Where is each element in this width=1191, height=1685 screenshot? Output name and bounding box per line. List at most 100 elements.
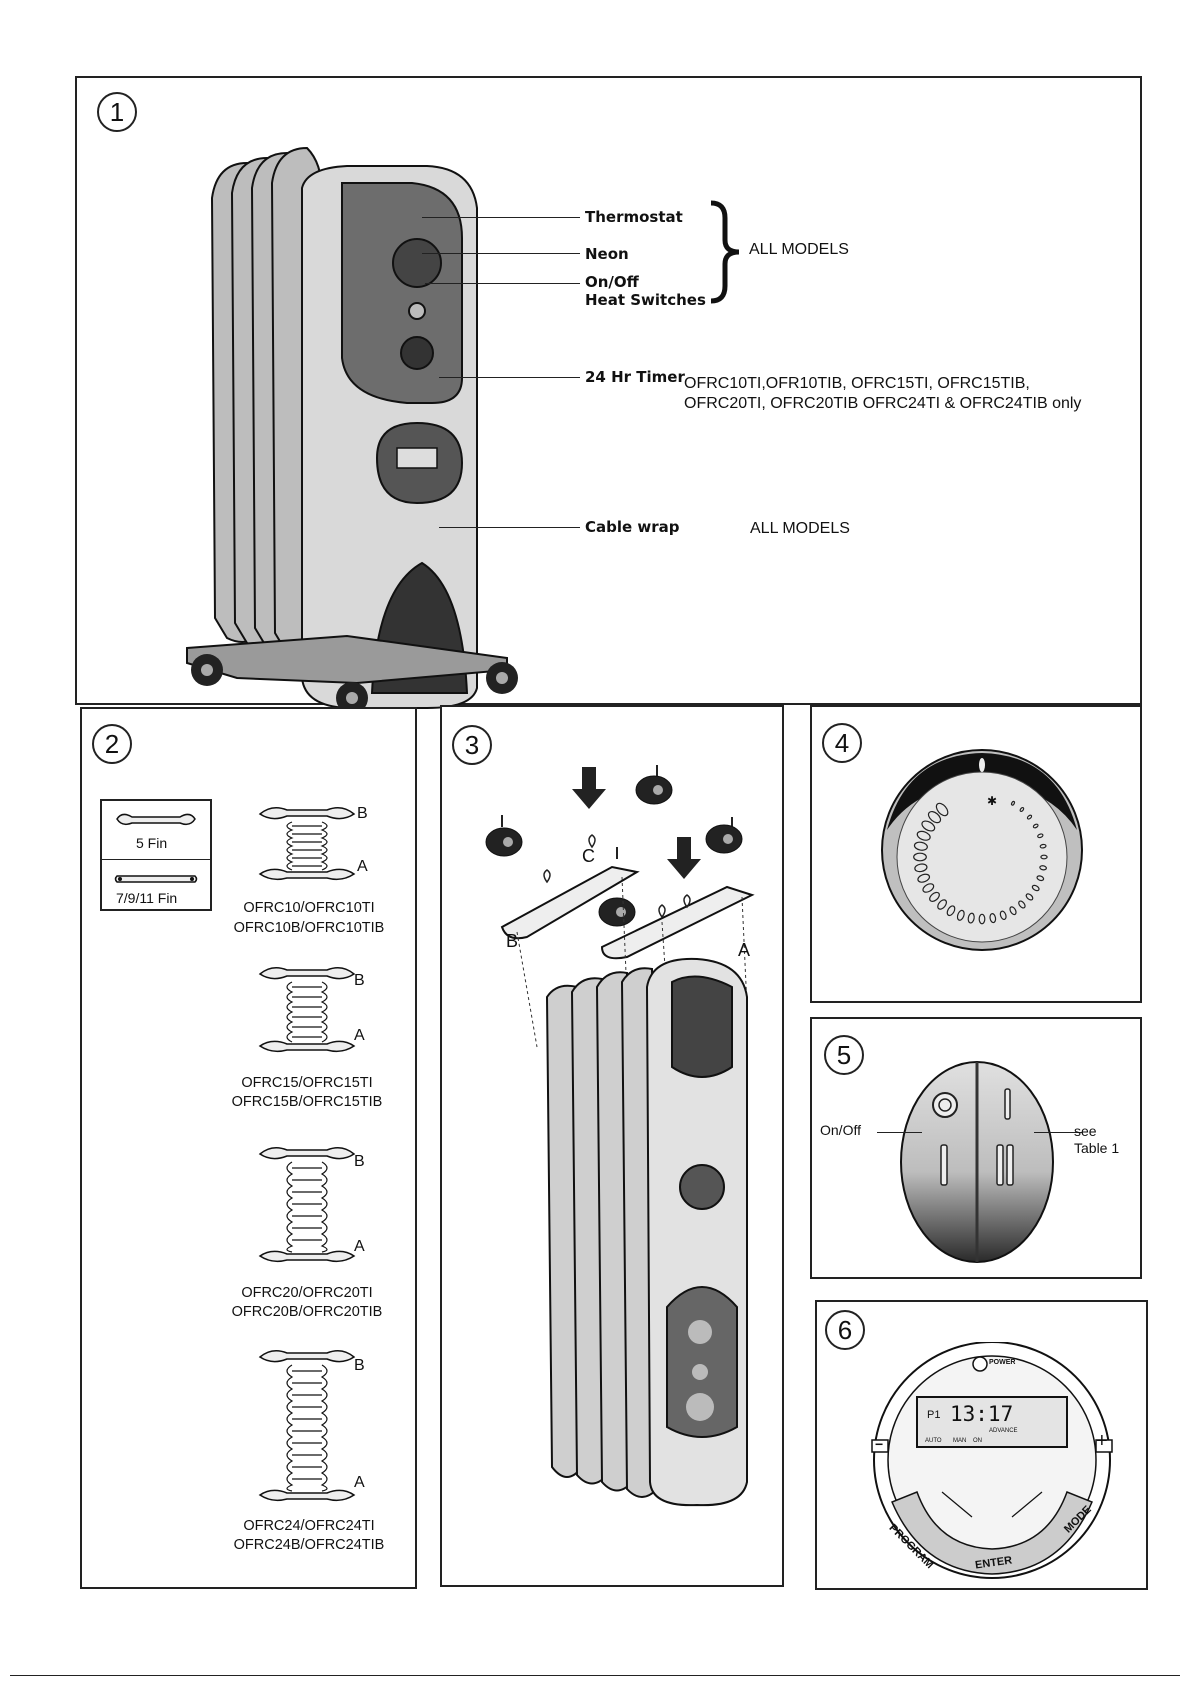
assembly-10-caption-1: OFRC10/OFRC10TI — [243, 900, 375, 916]
assembly-diagram-20 — [258, 1147, 356, 1263]
advance-label: ADVANCE — [989, 1428, 1018, 1434]
assembly-24-a: A — [354, 1474, 365, 1491]
plus-button[interactable]: + — [1096, 1430, 1108, 1452]
assembly-diagram-24 — [258, 1350, 356, 1502]
step-number-2: 2 — [92, 724, 132, 764]
panel-4: 4 ✱ — [810, 705, 1142, 1003]
dial-tick — [1025, 893, 1034, 901]
dial-tick — [999, 910, 1007, 921]
dial-tick — [978, 913, 986, 925]
dial-tick — [1032, 823, 1039, 829]
curly-brace — [710, 200, 740, 304]
dial-tick — [1010, 800, 1016, 806]
all-models-controls: ALL MODELS — [749, 241, 849, 258]
assembly-diagram-15 — [258, 967, 356, 1053]
label-neon: Neon — [585, 245, 629, 263]
time-display: 13:17 — [950, 1402, 1014, 1426]
thermostat-dial — [392, 238, 442, 288]
timer-lcd — [916, 1396, 1068, 1448]
dial-tick — [913, 841, 928, 851]
panel5-table-label: Table 1 — [1074, 1140, 1120, 1156]
assembly-20-caption-2: OFRC20B/OFRC20TIB — [231, 1304, 383, 1320]
assembly-15-a: A — [354, 1027, 365, 1044]
power-label: POWER — [989, 1359, 1016, 1366]
fin-7911-label: 7/9/11 Fin — [116, 890, 178, 906]
dial-tick — [937, 899, 947, 910]
dial-tick — [1039, 843, 1047, 849]
dial-tick — [1031, 884, 1040, 892]
panel-6: 6 POWER P1 13:17 ADVANCE AUTO MAN ON − +… — [815, 1300, 1148, 1590]
dial-tick — [913, 852, 927, 862]
switch-dial — [400, 336, 434, 370]
label-timer: 24 Hr Timer — [585, 368, 685, 386]
svg-text:✱: ✱ — [987, 794, 997, 808]
minus-button[interactable]: − — [875, 1436, 884, 1452]
panel-2: 2 5 Fin 7/9/11 Fin B A OFRC10/OFRC10TI O… — [80, 707, 417, 1589]
dial-tick — [914, 863, 928, 873]
dial-tick — [916, 830, 931, 841]
assembly-10-caption-2: OFRC10B/OFRC10TIB — [233, 920, 385, 936]
step-number-3: 3 — [452, 725, 492, 765]
label-heat-switches: Heat Switches — [585, 291, 706, 309]
dial-tick — [927, 810, 942, 824]
label-thermostat: Thermostat — [585, 208, 683, 226]
assembly-20-b: B — [354, 1153, 365, 1170]
foot-a — [600, 885, 755, 960]
foot-b — [500, 865, 640, 940]
dial-tick — [917, 873, 931, 883]
panel5-onoff-label: On/Off — [820, 1122, 861, 1138]
assembly-20-caption-1: OFRC20/OFRC20TI — [241, 1285, 373, 1301]
assembly-24-caption-1: OFRC24/OFRC24TI — [243, 1518, 375, 1534]
switch-panel-illustration — [900, 1061, 1054, 1263]
dial-tick — [1018, 900, 1026, 909]
mode-man: MAN — [953, 1438, 967, 1444]
assembly-24-b: B — [354, 1357, 365, 1374]
assembly-10-b: B — [357, 805, 368, 822]
program-number: P1 — [927, 1409, 941, 1421]
dial-tick — [921, 820, 936, 832]
label-cable-wrap: Cable wrap — [585, 518, 680, 536]
panel-3: 3 — [440, 705, 784, 1587]
dial-tick — [935, 802, 949, 817]
dial-tick — [1036, 875, 1045, 882]
feet-assembly-illustration — [485, 765, 755, 1507]
mode-on: ON — [973, 1438, 982, 1444]
fin-legend: 5 Fin 7/9/11 Fin — [100, 799, 212, 911]
step-number-6: 6 — [825, 1310, 865, 1350]
dial-tick — [922, 883, 935, 893]
dial-tick — [1026, 814, 1033, 820]
label-onoff: On/Off — [585, 273, 639, 291]
control-panel — [341, 182, 463, 404]
timer-illustration — [871, 1342, 1113, 1579]
all-models-cable: ALL MODELS — [750, 520, 850, 537]
assembly-15-caption-1: OFRC15/OFRC15TI — [241, 1075, 373, 1091]
dial-tick — [1019, 807, 1025, 812]
dial-tick — [1040, 854, 1048, 860]
bottom-rule — [10, 1675, 1180, 1676]
panel-5: 5 On/Off see Table 1 — [810, 1017, 1142, 1279]
thermostat-dial-illustration: ✱ — [881, 749, 1083, 951]
dial-tick — [946, 905, 956, 917]
dial-tick — [1037, 833, 1044, 839]
step-number-1: 1 — [97, 92, 137, 132]
panel3-label-a: A — [738, 940, 751, 960]
panel5-see-label: see — [1074, 1123, 1097, 1139]
assembly-10-a: A — [357, 858, 368, 875]
timer-models-line2: OFRC20TI, OFRC20TIB OFRC24TI & OFRC24TIB… — [684, 395, 1082, 412]
assembly-diagram-10 — [258, 807, 356, 881]
dial-tick — [1009, 906, 1017, 916]
dial-tick — [1039, 865, 1047, 871]
assembly-15-b: B — [354, 972, 365, 989]
timer-models-line1: OFRC10TI,OFR10TIB, OFRC15TI, OFRC15TIB, — [684, 375, 1030, 392]
dial-tick — [989, 913, 997, 924]
neon-light — [408, 302, 426, 320]
panel-1: 1 Thermostat Neon On/Off Heat Switches — [75, 76, 1142, 714]
assembly-20-a: A — [354, 1238, 365, 1255]
dial-tick — [929, 891, 940, 902]
dial-tick — [967, 912, 975, 924]
assembly-15-caption-2: OFRC15B/OFRC15TIB — [231, 1094, 383, 1110]
step-number-4: 4 — [822, 723, 862, 763]
mode-auto: AUTO — [925, 1438, 942, 1444]
step-number-5: 5 — [824, 1035, 864, 1075]
fin-5-label: 5 Fin — [136, 835, 168, 851]
